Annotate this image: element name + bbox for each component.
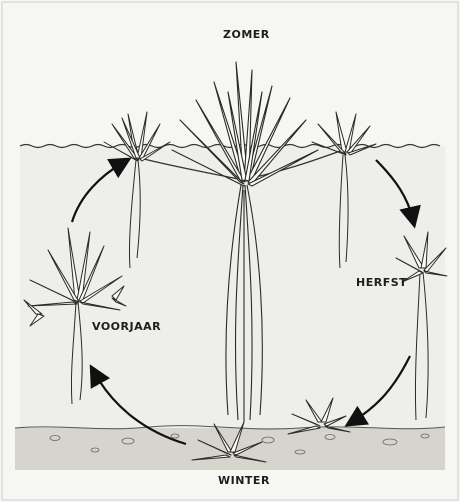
label-summer: ZOMER: [223, 28, 270, 41]
label-winter: WINTER: [218, 474, 270, 487]
label-spring: VOORJAAR: [92, 320, 161, 333]
label-autumn: HERFST: [356, 276, 407, 289]
